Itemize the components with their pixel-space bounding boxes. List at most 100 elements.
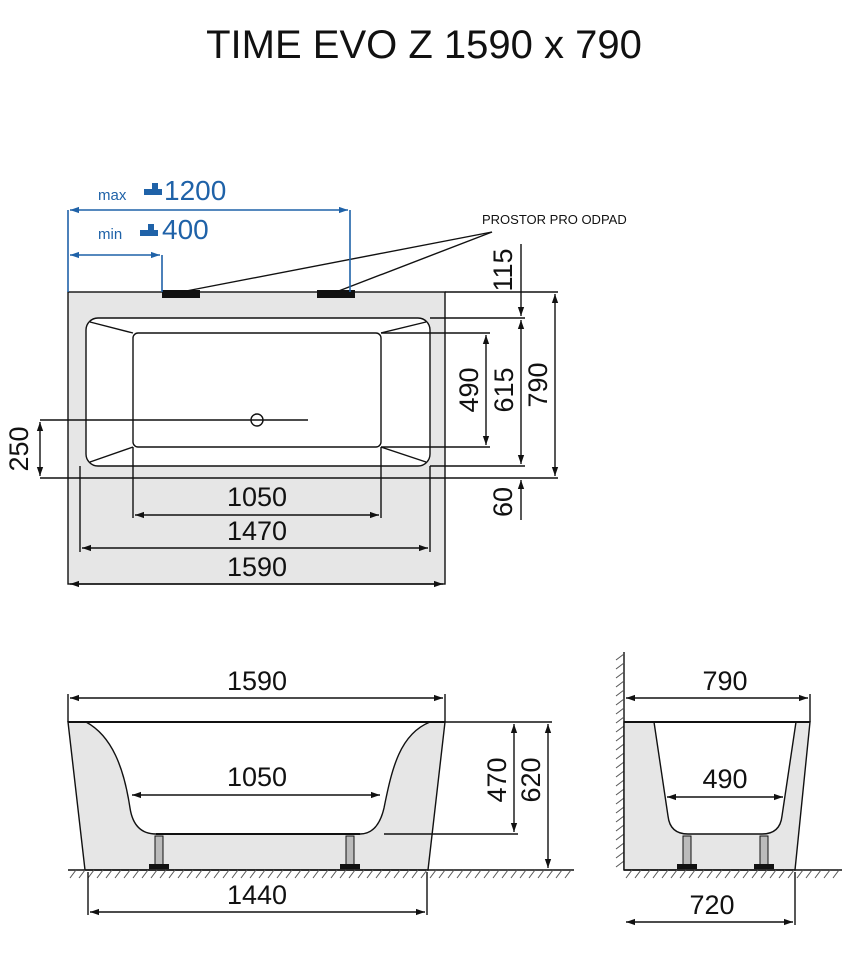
hatch-line: [105, 869, 113, 879]
hatch-line: [742, 869, 750, 879]
hatch-line: [519, 869, 527, 879]
hatch-line: [195, 869, 203, 879]
dim-inner-width: 490: [454, 367, 484, 412]
hatch-line: [357, 869, 365, 879]
hatch-line: [733, 869, 741, 879]
hatch-line: [615, 842, 625, 850]
hatch-line: [114, 869, 122, 879]
hatch-line: [615, 716, 625, 724]
drain-leader-right: [335, 231, 493, 293]
hatch-line: [375, 869, 383, 879]
hatch-line: [402, 869, 410, 879]
top-view-basin-floor: [132, 332, 382, 448]
top-view: PROSTOR PRO ODPAD max 1200 min 400 1050 …: [4, 175, 627, 588]
front-foot-right: [340, 864, 360, 869]
hatch-line: [150, 869, 158, 879]
hatch-line: [177, 869, 185, 879]
hatch-line: [615, 653, 625, 661]
hatch-line: [240, 869, 248, 879]
hatch-line: [222, 869, 230, 879]
dim-outer-height: 620: [516, 757, 546, 802]
hatch-line: [231, 869, 239, 879]
hatch-line: [321, 869, 329, 879]
hatch-line: [294, 869, 302, 879]
dim-inner-depth: 615: [489, 367, 519, 412]
hatch-line: [615, 761, 625, 769]
hatch-line: [339, 869, 347, 879]
hatch-line: [615, 752, 625, 760]
front-foot-left: [149, 864, 169, 869]
hatch-line: [615, 725, 625, 733]
hatch-line: [615, 779, 625, 787]
hatch-line: [670, 869, 678, 879]
dim-outer-length: 1590: [227, 552, 287, 582]
front-leg-left: [154, 835, 164, 867]
front-leg-right: [345, 835, 355, 867]
hatch-line: [615, 824, 625, 832]
dim-side-top-width: 790: [702, 666, 747, 696]
hatch-line: [724, 869, 732, 879]
hatch-line: [501, 869, 509, 879]
hatch-line: [132, 869, 140, 879]
dim-offset-bottom: 60: [488, 487, 518, 517]
drain-space-left: [162, 290, 200, 298]
faucet-min-icon: [140, 224, 158, 236]
hatch-line: [760, 869, 768, 879]
top-view-basin-slopes: [89, 321, 427, 463]
hatch-line: [615, 707, 625, 715]
hatch-line: [787, 869, 795, 879]
drain-leader-left: [180, 231, 493, 293]
hatch-line: [384, 869, 392, 879]
hatch-line: [141, 869, 149, 879]
side-wall-hatch: [615, 653, 625, 868]
hatch-line: [510, 869, 518, 879]
hatch-line: [814, 869, 822, 879]
hatch-line: [615, 734, 625, 742]
hatch-line: [411, 869, 419, 879]
hatch-line: [456, 869, 464, 879]
hatch-line: [679, 869, 687, 879]
hatch-line: [483, 869, 491, 879]
side-leg-right: [759, 835, 769, 867]
page-title: TIME EVO Z 1590 x 790: [206, 23, 642, 67]
hatch-line: [330, 869, 338, 879]
hatch-line: [796, 869, 804, 879]
hatch-line: [213, 869, 221, 879]
hatch-line: [420, 869, 428, 879]
hatch-line: [661, 869, 669, 879]
hatch-line: [778, 869, 786, 879]
hatch-line: [615, 806, 625, 814]
faucet-max-label: max: [98, 187, 127, 204]
hatch-line: [769, 869, 777, 879]
hatch-line: [823, 869, 831, 879]
faucet-max-icon: [144, 183, 162, 195]
hatch-line: [643, 869, 651, 879]
hatch-line: [123, 869, 131, 879]
hatch-line: [652, 869, 660, 879]
side-foot-right: [754, 864, 774, 869]
dim-inner-height: 470: [482, 757, 512, 802]
dim-front-top-length: 1590: [227, 666, 287, 696]
hatch-line: [285, 869, 293, 879]
hatch-line: [555, 869, 563, 879]
hatch-line: [615, 671, 625, 679]
hatch-line: [96, 869, 104, 879]
hatch-line: [537, 869, 545, 879]
hatch-line: [751, 869, 759, 879]
hatch-line: [159, 869, 167, 879]
hatch-line: [258, 869, 266, 879]
side-floor-hatch: [625, 869, 840, 879]
hatch-line: [303, 869, 311, 879]
hatch-line: [688, 869, 696, 879]
hatch-line: [615, 680, 625, 688]
hatch-line: [615, 797, 625, 805]
drain-space-right: [317, 290, 355, 298]
hatch-line: [249, 869, 257, 879]
hatch-line: [634, 869, 642, 879]
faucet-max-value: 1200: [164, 175, 226, 206]
side-view: 790 490 720: [615, 652, 842, 926]
dim-front-base-length: 1440: [227, 880, 287, 910]
hatch-line: [528, 869, 536, 879]
hatch-line: [87, 869, 95, 879]
